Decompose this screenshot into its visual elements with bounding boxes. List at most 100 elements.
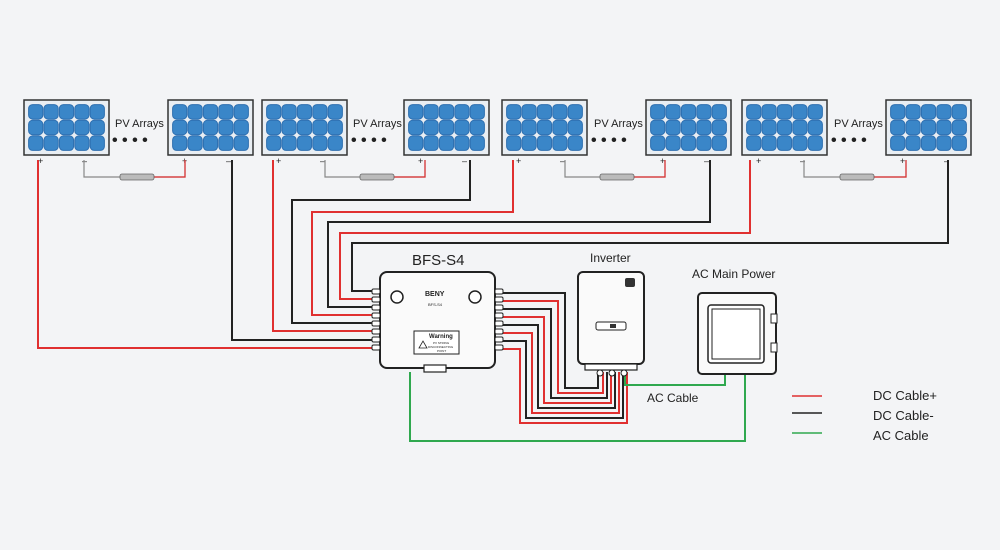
mc4-connectors: [119, 173, 875, 181]
solar-panel: +–: [885, 99, 972, 166]
terminal-minus: –: [704, 156, 709, 166]
solar-cell: [281, 104, 297, 120]
solar-cell: [408, 135, 424, 151]
solar-cell: [746, 135, 762, 151]
dc-wires: [37, 160, 949, 349]
solar-cell: [266, 135, 282, 151]
cable-gland: [371, 344, 381, 351]
solar-cell: [711, 119, 727, 136]
warning-title: Warning: [429, 334, 453, 340]
pv-arrays-label: PV Arrays: [115, 118, 164, 130]
solar-cell: [438, 104, 455, 120]
cable-gland: [371, 296, 381, 303]
solar-cell: [920, 135, 937, 151]
cable-gland: [371, 304, 381, 311]
solar-cell: [233, 104, 249, 120]
series-links: [83, 160, 907, 178]
solar-cell: [890, 135, 906, 151]
ellipsis-dots: • • • •: [831, 132, 867, 149]
solar-cell: [650, 104, 666, 120]
ac-cable-label: AC Cable: [647, 391, 699, 405]
terminal-minus: –: [800, 156, 805, 166]
solar-cell: [665, 104, 681, 120]
terminal-minus: –: [226, 156, 231, 166]
pv-arrays-label: PV Arrays: [353, 118, 402, 130]
solar-cell: [438, 135, 455, 151]
solar-cell: [650, 119, 666, 136]
solar-cell: [521, 104, 537, 120]
cable-gland: [371, 336, 381, 343]
terminal-plus: +: [516, 156, 521, 166]
solar-cell: [936, 135, 952, 151]
inverter-indicator: [625, 278, 635, 287]
solar-cell: [89, 135, 105, 151]
solar-cell: [761, 119, 777, 136]
solar-cell: [172, 104, 188, 120]
ellipsis-dots: • • • •: [591, 132, 627, 149]
solar-cell: [58, 119, 75, 136]
terminal-plus: +: [276, 156, 281, 166]
solar-cell: [327, 119, 343, 136]
solar-cell: [28, 119, 44, 136]
solar-cell: [951, 135, 967, 151]
solar-cell: [58, 135, 75, 151]
solar-cell: [266, 119, 282, 136]
solar-cell: [469, 135, 485, 151]
brand-logo: BENY: [425, 291, 445, 298]
mount-hole: [468, 290, 482, 304]
solar-cell: [506, 135, 522, 151]
solar-cell: [408, 104, 424, 120]
combiner-to-inverter-wires: [495, 292, 628, 424]
cable-gland: [494, 304, 504, 311]
inverter: [577, 271, 645, 377]
ellipsis-dots: • • • •: [112, 132, 148, 149]
solar-cell: [506, 104, 522, 120]
solar-cell: [536, 119, 553, 136]
solar-cell: [423, 135, 439, 151]
solar-cell: [552, 135, 568, 151]
solar-cell: [43, 119, 59, 136]
solar-cell: [312, 104, 328, 120]
solar-cell: [202, 104, 219, 120]
solar-cell: [469, 104, 485, 120]
box-model-text: BFS-S4: [428, 302, 443, 307]
solar-panel: +–: [645, 99, 732, 166]
solar-cell: [890, 104, 906, 120]
solar-cell: [454, 119, 470, 136]
terminal-minus: –: [462, 156, 467, 166]
solar-cell: [680, 119, 697, 136]
solar-cell: [665, 119, 681, 136]
solar-cell: [202, 135, 219, 151]
solar-panel: +–: [261, 99, 348, 166]
legend-label-dc-plus: DC Cable+: [873, 388, 937, 403]
solar-cell: [312, 119, 328, 136]
solar-cell: [233, 119, 249, 136]
solar-cell: [746, 104, 762, 120]
solar-cell: [905, 135, 921, 151]
cable-gland: [371, 328, 381, 335]
solar-cell: [792, 104, 808, 120]
cable-gland: [494, 344, 504, 351]
solar-cell: [951, 104, 967, 120]
solar-cell: [296, 119, 313, 136]
mount-hole: [390, 290, 404, 304]
solar-cell: [650, 135, 666, 151]
solar-panel: +–: [167, 99, 254, 166]
terminal-minus: –: [944, 156, 949, 166]
solar-cell: [746, 119, 762, 136]
terminal-plus: +: [38, 156, 43, 166]
pv-array-group-4: PV Arrays • • • •: [831, 118, 883, 149]
pv-array-group-1: PV Arrays • • • •: [112, 118, 164, 149]
solar-cell: [665, 135, 681, 151]
ac-wires: [409, 372, 746, 442]
combiner-label: BFS-S4: [412, 252, 465, 269]
terminal-plus: +: [660, 156, 665, 166]
cable-gland: [494, 320, 504, 327]
solar-cell: [711, 104, 727, 120]
solar-cell: [454, 104, 470, 120]
pv-arrays-label: PV Arrays: [834, 118, 883, 130]
pv-array-group-2: PV Arrays • • • •: [351, 118, 402, 149]
solar-cell: [920, 104, 937, 120]
solar-cell: [172, 119, 188, 136]
